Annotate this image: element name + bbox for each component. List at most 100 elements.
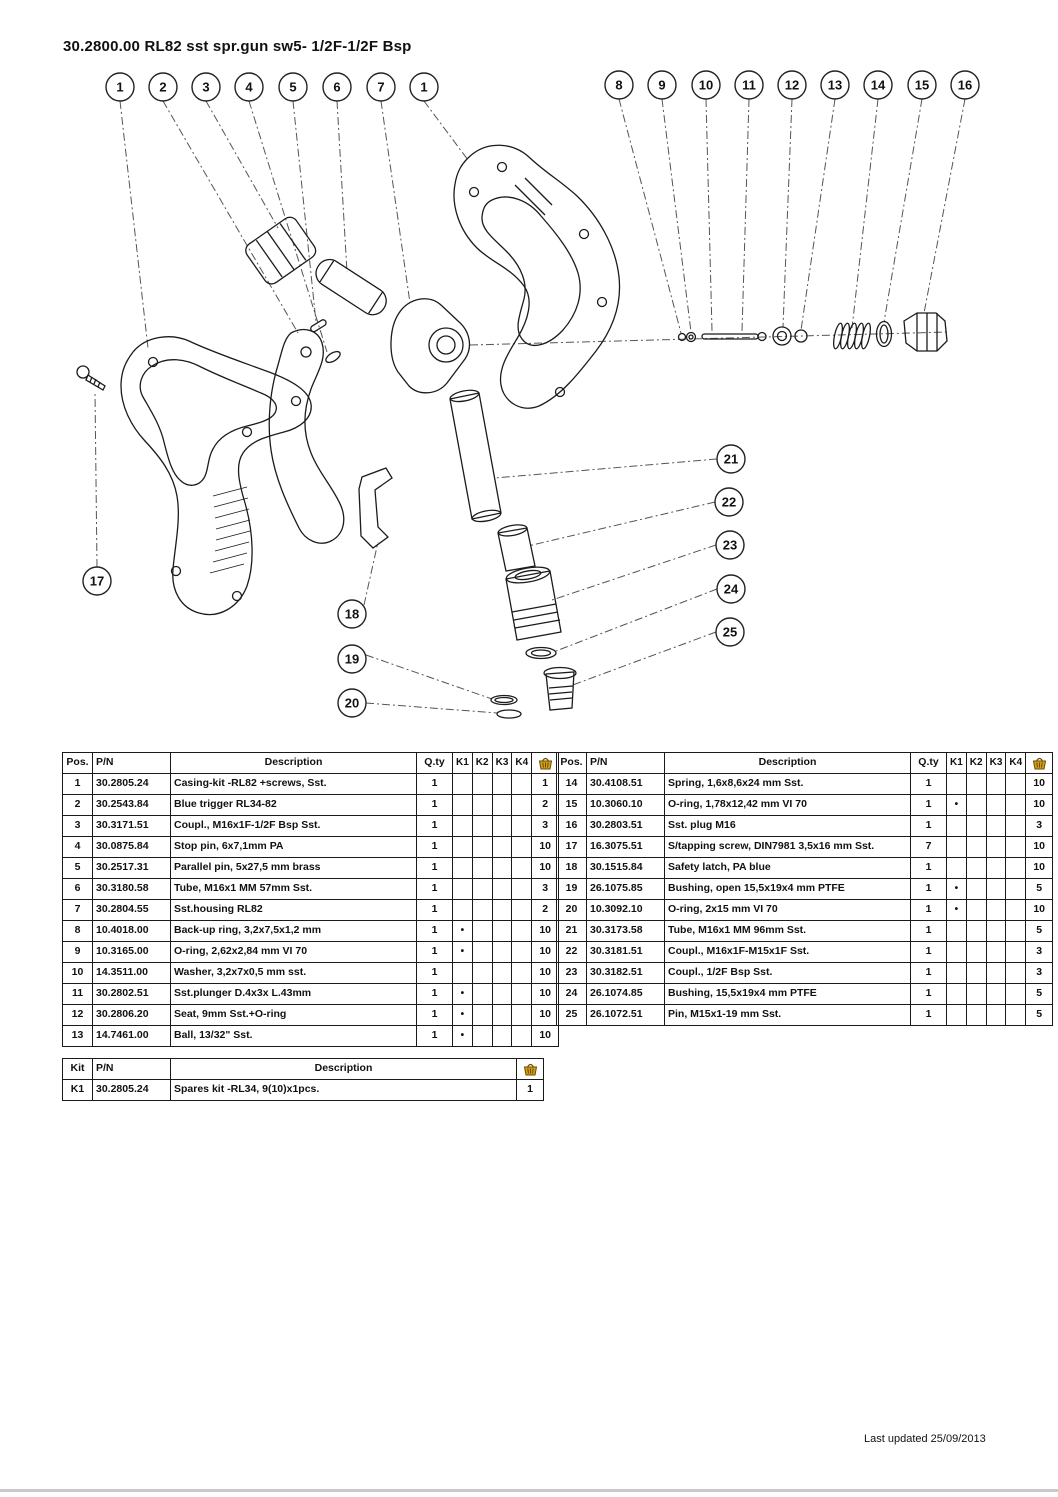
leader-line <box>336 100 348 273</box>
col-header-pn: P/N <box>586 752 665 774</box>
cell-k1 <box>946 941 967 963</box>
cell-basket-qty: 3 <box>1025 941 1054 963</box>
cell-pn: 30.2802.51 <box>92 983 171 1005</box>
part-balloon: 19 <box>337 644 367 674</box>
cell-k1: • <box>452 941 473 963</box>
balloon-number: 5 <box>289 80 296 95</box>
cell-desc: Bushing, 15,5x19x4 mm PTFE <box>664 983 911 1005</box>
cell-k1 <box>452 836 473 858</box>
part-balloon: 24 <box>716 574 746 604</box>
cell-k1: • <box>452 1004 473 1026</box>
cell-basket-qty: 2 <box>531 794 560 816</box>
cell-basket-qty: 10 <box>1025 857 1054 879</box>
part-balloon: 1 <box>105 72 135 102</box>
cell-k1 <box>946 857 967 879</box>
cell-basket-qty: 10 <box>1025 794 1054 816</box>
balloon-number: 19 <box>345 652 359 667</box>
cell-pos: 5 <box>62 857 93 879</box>
cell-basket-qty: 3 <box>1025 815 1054 837</box>
part-balloon: 12 <box>777 70 807 100</box>
col-header-desc: Description <box>170 1058 517 1080</box>
cell-pos: 10 <box>62 962 93 984</box>
cell-pn: 30.1515.84 <box>586 857 665 879</box>
leader-line <box>782 98 793 328</box>
basket-column-header <box>1025 752 1054 774</box>
cell-pos: 9 <box>62 941 93 963</box>
cell-basket-qty: 1 <box>516 1079 544 1101</box>
part-balloon: 5 <box>278 72 308 102</box>
cell-k3 <box>491 794 513 816</box>
cell-k2 <box>965 878 987 900</box>
cell-pn: 30.2806.20 <box>92 1004 171 1026</box>
cell-k1 <box>452 857 473 879</box>
cell-qty: 1 <box>416 941 453 963</box>
cell-k3 <box>985 773 1007 795</box>
cell-qty: 1 <box>910 899 947 921</box>
cell-k4 <box>511 857 533 879</box>
cell-pn: 30.2805.24 <box>92 773 171 795</box>
basket-icon <box>538 757 552 770</box>
cell-basket-qty: 5 <box>1025 1004 1054 1026</box>
cell-qty: 1 <box>910 962 947 984</box>
cell-desc: Pin, M15x1-19 mm Sst. <box>664 1004 911 1026</box>
cell-qty: 1 <box>910 815 947 837</box>
cell-pn: 30.3171.51 <box>92 815 171 837</box>
col-header-pn: P/N <box>92 1058 171 1080</box>
cell-k4 <box>1005 857 1027 879</box>
cell-k2 <box>471 1025 493 1047</box>
cell-pos: 19 <box>556 878 587 900</box>
cell-k1 <box>946 1004 967 1026</box>
cell-desc: Back-up ring, 3,2x7,5x1,2 mm <box>170 920 417 942</box>
parallel-pin <box>310 319 327 333</box>
balloon-number: 23 <box>723 538 737 553</box>
page-bottom-edge <box>0 1489 1058 1492</box>
cell-desc: Casing-kit -RL82 +screws, Sst. <box>170 773 417 795</box>
bushing-24 <box>525 646 557 660</box>
cell-k4 <box>1005 920 1027 942</box>
tapping-screw <box>76 365 106 391</box>
balloon-number: 10 <box>699 78 713 93</box>
balloon-number: 17 <box>90 574 104 589</box>
leader-line <box>741 98 750 332</box>
basket-column-header <box>531 752 560 774</box>
cell-k4 <box>1005 983 1027 1005</box>
leader-line <box>119 100 149 349</box>
cell-k3 <box>491 1025 513 1047</box>
leader-line <box>551 544 717 601</box>
cell-basket-qty: 10 <box>531 962 560 984</box>
cell-k2 <box>965 899 987 921</box>
cell-qty: 1 <box>910 794 947 816</box>
cell-k4 <box>511 815 533 837</box>
cell-k2 <box>471 857 493 879</box>
cell-k2 <box>965 815 987 837</box>
cell-qty: 1 <box>910 773 947 795</box>
cell-k3 <box>491 857 513 879</box>
cell-pn: 30.2543.84 <box>92 794 171 816</box>
cell-pos: 20 <box>556 899 587 921</box>
cell-k3 <box>985 962 1007 984</box>
cell-desc: Washer, 3,2x7x0,5 mm sst. <box>170 962 417 984</box>
leader-line <box>851 98 879 329</box>
stop-pin <box>325 350 341 364</box>
cell-desc: Sst. plug M16 <box>664 815 911 837</box>
part-balloon: 16 <box>950 70 980 100</box>
cell-k3 <box>985 899 1007 921</box>
leader-line <box>205 100 279 229</box>
cell-k2 <box>471 962 493 984</box>
cell-basket-qty: 10 <box>531 857 560 879</box>
balloon-number: 13 <box>828 78 842 93</box>
gun-casing-left <box>120 336 312 616</box>
cell-pos: 13 <box>62 1025 93 1047</box>
